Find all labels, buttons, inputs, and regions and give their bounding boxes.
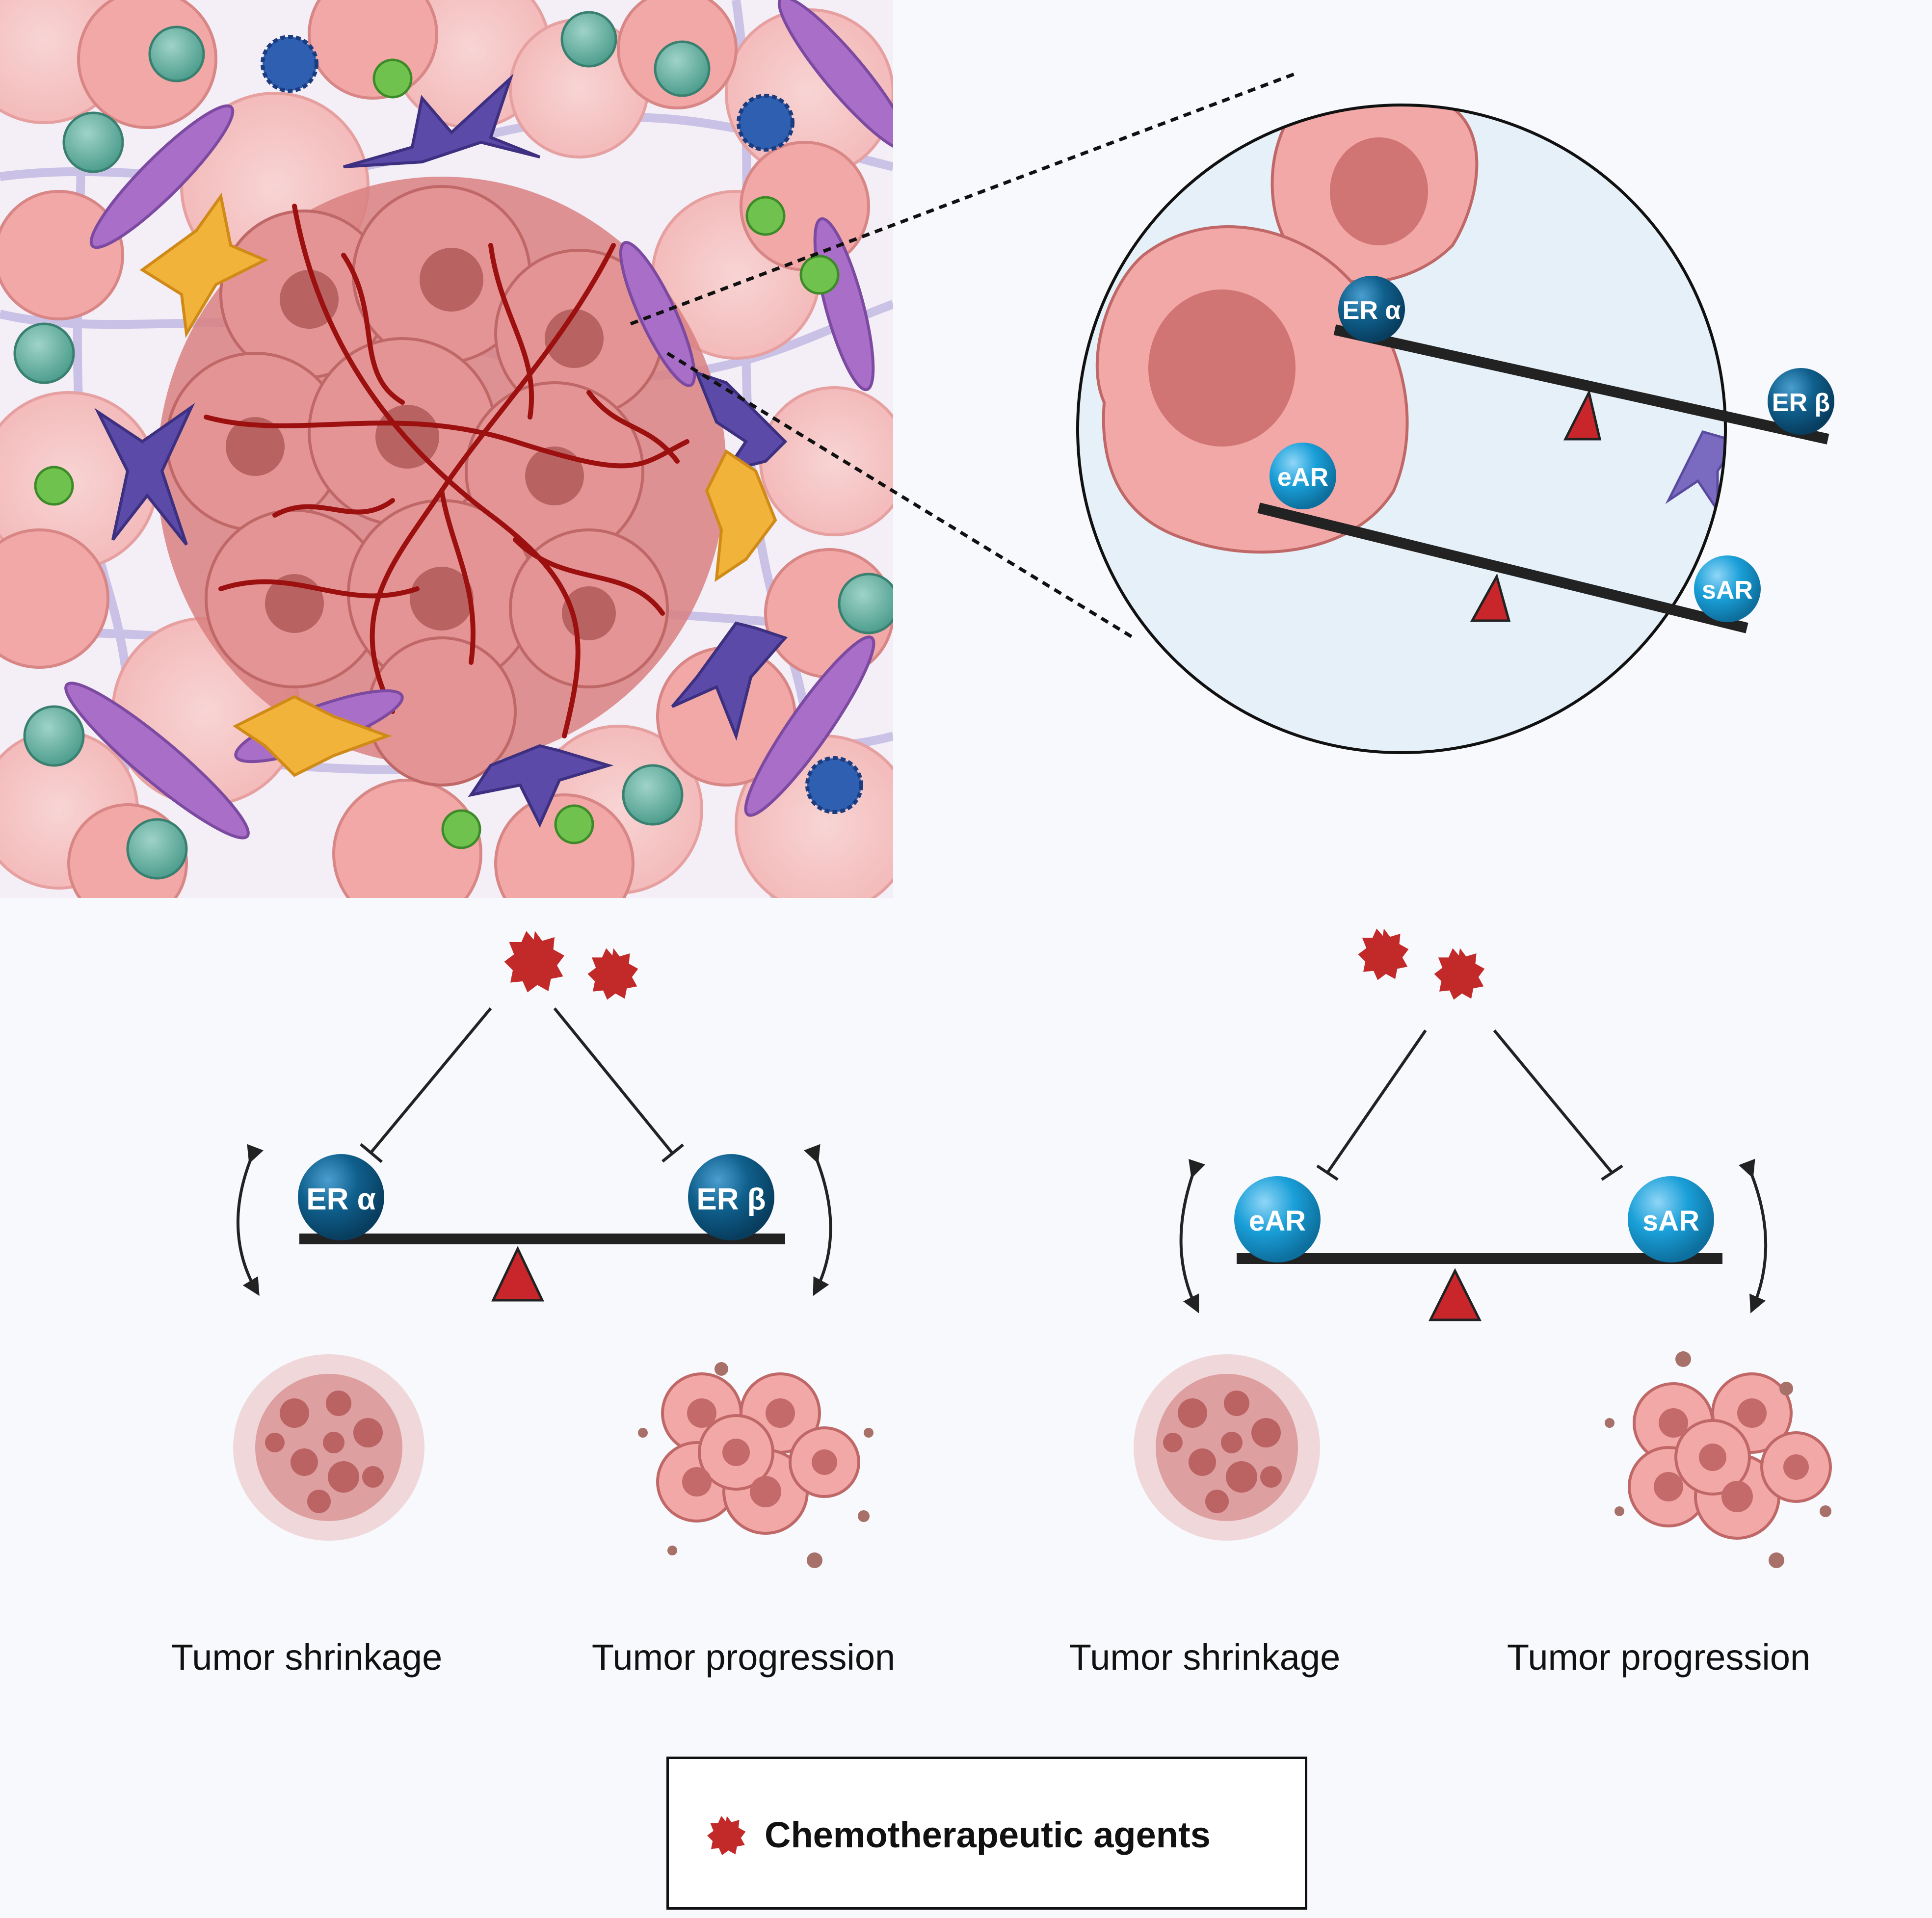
svg-text:eAR: eAR <box>1277 463 1328 492</box>
chemo-agents-left <box>504 931 638 1000</box>
caption-tumor-shrinkage-left: Tumor shrinkage <box>171 1637 443 1678</box>
chemo-agent-icon <box>707 1816 746 1855</box>
inhibition-lines-right <box>1316 1029 1623 1181</box>
fulcrum-right <box>1428 1268 1482 1321</box>
zoom-receptor-er-beta: ER β <box>1768 368 1834 435</box>
swing-arrows-left <box>236 1144 832 1296</box>
tumor-cells-zoom <box>1095 105 1479 554</box>
svg-text:ER β: ER β <box>1772 389 1830 417</box>
zoom-balance-er <box>1333 324 1829 445</box>
microenvironment-panel <box>0 0 893 898</box>
caf-cells <box>139 192 777 777</box>
zoom-receptor-er-alpha: ER α <box>1338 276 1405 342</box>
zoom-balance-ar <box>1257 502 1748 633</box>
magnified-view: ER α ER β eAR sAR <box>1076 104 1904 754</box>
caption-tumor-progression-left: Tumor progression <box>591 1637 896 1678</box>
caption-tumor-progression-right: Tumor progression <box>1507 1637 1811 1678</box>
svg-text:eAR: eAR <box>1249 1205 1306 1237</box>
stellate-cells <box>94 73 788 828</box>
t-cell-zoom <box>1753 227 1790 264</box>
legend: Chemotherapeutic agents <box>666 1757 1307 1910</box>
receptor-er-alpha: ER α <box>298 1154 384 1240</box>
zoom-receptor-ear: eAR <box>1270 443 1336 509</box>
svg-text:ER β: ER β <box>696 1182 766 1216</box>
svg-text:sAR: sAR <box>1702 576 1753 604</box>
teal-cell-zoom <box>1542 742 1618 753</box>
shrinking-tumor-right <box>1134 1354 1320 1541</box>
zoom-lines <box>630 72 1297 639</box>
svg-text:ER α: ER α <box>1343 296 1401 325</box>
receptor-ear: eAR <box>1234 1176 1321 1262</box>
fulcrum-left <box>491 1246 544 1302</box>
chemo-agents-right <box>1358 928 1485 1000</box>
t-cells <box>34 58 840 849</box>
blood-vessels <box>204 204 689 738</box>
caf-cell-zoom <box>1835 393 1904 491</box>
progressing-tumor-right <box>1605 1351 1832 1568</box>
dendritic-cell-zoom <box>1784 601 1828 645</box>
caption-tumor-shrinkage-right: Tumor shrinkage <box>1069 1637 1341 1678</box>
teal-cells <box>13 11 893 880</box>
legend-label: Chemotherapeutic agents <box>765 1814 1211 1855</box>
stellate-cell-small <box>1665 430 1725 515</box>
shrinking-tumor-left <box>233 1354 424 1541</box>
receptor-sar: sAR <box>1628 1176 1714 1262</box>
dendritic-cells <box>261 35 863 814</box>
progressing-tumor-left <box>638 1362 873 1568</box>
zoom-receptor-sar: sAR <box>1694 555 1761 622</box>
er-balance-diagram: ER α ER β <box>236 931 832 1302</box>
swing-arrows-right <box>1179 1158 1768 1314</box>
svg-text:sAR: sAR <box>1642 1205 1699 1237</box>
inhibition-lines-left <box>360 1007 684 1163</box>
receptor-er-beta: ER β <box>688 1154 774 1240</box>
svg-text:ER α: ER α <box>306 1182 375 1216</box>
ar-balance-diagram: eAR sAR <box>1179 928 1768 1321</box>
